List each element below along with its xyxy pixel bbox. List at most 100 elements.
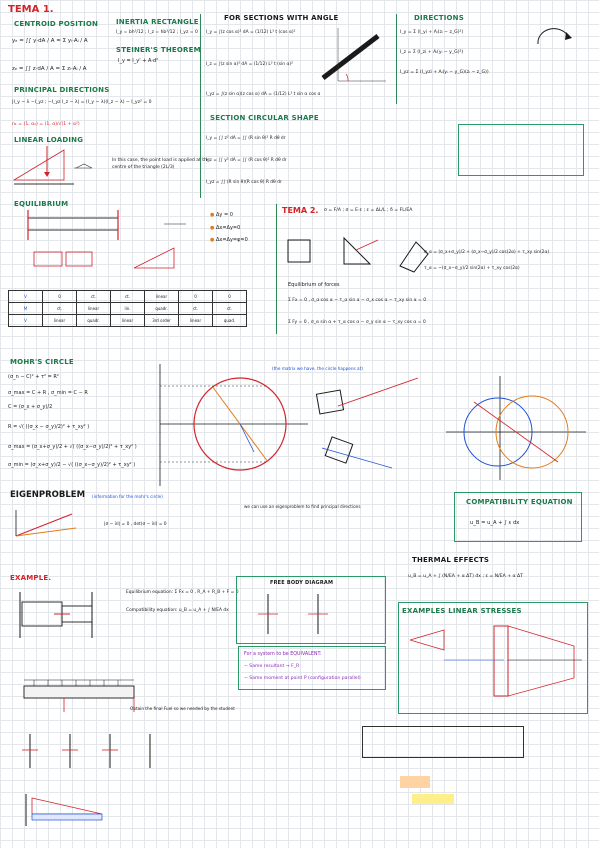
table-cell: quadr. xyxy=(76,314,111,327)
mohr-max: σ_max = C + R , σ_min = C − R xyxy=(8,390,88,396)
eigen-note2: we can use an eigenproblem to find princ… xyxy=(244,504,361,509)
sum-fx: Σ Fx = 0 , σ_α·cos α − τ_α sin α − σ_x c… xyxy=(288,298,427,303)
inertia-rect-heading: INERTIA RECTANGLE xyxy=(116,18,199,26)
thermal-heading: THERMAL EFFECTS xyxy=(412,556,490,564)
example-eq1: Equilibrium equation: Σ Fx = 0 , R_A + R… xyxy=(126,590,239,595)
table-cell: linear xyxy=(178,314,213,327)
mohr-note: (the matrix we have, the circle happens … xyxy=(272,366,363,371)
compatibility-beam-diagram xyxy=(25,794,103,826)
compat-heading: COMPATIBILITY EQUATION xyxy=(466,498,573,506)
units-box xyxy=(458,124,584,176)
table-row: M ct. linear lin. quadr. ct. ct. xyxy=(8,302,247,315)
highlight-orange-1 xyxy=(400,776,430,788)
table-cell: ct. xyxy=(42,302,77,315)
directions-heading: DIRECTIONS xyxy=(414,14,464,22)
equilibrium-table: V 0 ct. ct. linear 0 0 M ct. linear lin.… xyxy=(8,290,247,327)
mohr-smin: σ_min = (σ_x+σ_y)/2 − √( ((σ_x−σ_y)/2)² … xyxy=(8,462,136,468)
table-cell: ct. xyxy=(110,290,145,303)
angle-section-diagram xyxy=(321,28,386,82)
table-cell: 0 xyxy=(178,290,213,303)
table-cell: ct. xyxy=(178,302,213,315)
table-cell: linear xyxy=(144,290,179,303)
compat-eq: u_B = u_A + ∫ ε dx xyxy=(470,520,520,526)
table-cell: 3rd order xyxy=(144,314,179,327)
divider-vertical-2 xyxy=(396,14,397,104)
table-row: V linear quadr. linear 3rd order linear … xyxy=(8,314,247,327)
equilibrium-beam-diagram xyxy=(27,210,186,269)
pin-icon: ● xyxy=(210,224,215,231)
centroid-heading: CENTROID POSITION xyxy=(14,20,99,28)
centroid-z-formula: zₑ = ∫∫ z·dA / A = Σ zᵢ·Aᵢ / A xyxy=(12,66,87,72)
table-cell: V xyxy=(8,290,43,303)
fbd-item1: − Same resultant → F_R xyxy=(244,664,300,669)
eigen-heading: EIGENPROBLEM xyxy=(10,490,86,500)
steiner-heading: STEINER'S THEOREM xyxy=(116,46,201,54)
fbd-diagram xyxy=(258,594,328,634)
roller-icon: ● xyxy=(210,212,215,218)
fbd-box xyxy=(236,576,386,644)
linear-stress-diagram xyxy=(409,625,582,697)
sum-fy: Σ Fy = 0 , σ_α sin α + τ_α cos α − σ_y s… xyxy=(288,320,426,325)
divider-vertical-3 xyxy=(276,204,277,334)
linear-loading-heading: LINEAR LOADING xyxy=(14,136,84,144)
fixed-label: Δx=Δy=φ=0 xyxy=(215,237,248,243)
equilibrium-heading: EQUILIBRIUM xyxy=(14,200,69,208)
angle-iy: I_y = ∫(z cos α)² dA = (1/12) L³ t (cos … xyxy=(206,30,296,35)
principal-dir-heading: PRINCIPAL DIRECTIONS xyxy=(14,86,110,94)
dir-iyz: I_yz = Σ (I_yzi + Aᵢ(yᵢ − y_G)(zᵢ − z_G)… xyxy=(400,70,489,75)
example-eq2: Compatibility equation: u_B = u_A + ∫ N/… xyxy=(126,608,229,613)
eigen-eq: |σ − λI| = 0 , det(σ − λI) = 0 xyxy=(104,522,167,527)
principal-dir-formula: n₁ = (1, α₁) = (1, α)/√(1 + α²) xyxy=(12,122,80,127)
fbd-heading: FREE BODY DIAGRAM xyxy=(270,580,334,586)
mohr-heading: MOHR'S CIRCLE xyxy=(10,358,74,366)
mohr-circle-eq: (σ_n − C)² + τ² = R² xyxy=(8,374,59,380)
linear-stress-box xyxy=(398,602,588,714)
circ-iz: I_z = ∫∫ y² dA = ∫∫ (R cos θ)² R dθ dr xyxy=(206,158,287,163)
linear-loading-note: In this case, the point load is applied … xyxy=(112,158,210,170)
calc-box xyxy=(362,726,524,758)
table-row: V 0 ct. ct. linear 0 0 xyxy=(8,290,247,303)
fbd-note: For a system to be EQUIVALENT: xyxy=(244,652,322,657)
table-cell: 0 xyxy=(42,290,77,303)
angle-iyz: I_yz = ∫(z sin α)(z cos α) dA = (1/12) L… xyxy=(206,92,321,97)
table-cell: V xyxy=(8,314,43,327)
pin-label: Δx=Δy=0 xyxy=(215,224,241,231)
fbd-item2: − Same moment at point P (configuration … xyxy=(244,676,361,681)
mohr-circle-3d-diagram xyxy=(446,376,586,480)
support-legend: ● Δy = 0 ● Δx=Δy=0 ● Δx=Δy=φ=0 xyxy=(210,212,248,244)
tema1-title: TEMA 1. xyxy=(8,4,54,15)
angle-iz: I_z = ∫(z sin α)² dA = (1/12) L³ t (sin … xyxy=(206,62,293,67)
circular-heading: SECTION CIRCULAR SHAPE xyxy=(210,114,319,122)
moment-arrow-icon xyxy=(537,28,572,45)
mohr-smax: σ_max = (σ_x+σ_y)/2 + √( ((σ_x−σ_y)/2)² … xyxy=(8,444,137,450)
tema2-sigma-alpha: σ_α = (σ_x+σ_y)/2 + (σ_x−σ_y)/2 cos(2α) … xyxy=(424,250,550,255)
equivalent-box xyxy=(238,646,386,690)
eigen-note: (information for the mohr's circle) xyxy=(92,494,163,499)
roller-label: Δy = 0 xyxy=(215,212,233,218)
example-bar-diagram xyxy=(19,592,93,638)
table-cell: ct. xyxy=(212,302,247,315)
eigen-arrow-diagram xyxy=(15,510,77,537)
mohr-radius: R = √( ((σ_x − σ_y)/2)² + τ_xy² ) xyxy=(8,424,90,430)
mohr-element-diagram xyxy=(315,377,419,469)
dir-iz: I_z = Σ (I_zi + Aᵢ(yᵢ − y_G)²) xyxy=(400,50,464,55)
thermal-eq: u_B = u_A + ∫ (N/EA + α ΔT) dx ; ε = N/E… xyxy=(408,574,523,579)
table-cell: linear xyxy=(110,314,145,327)
table-cell: linear xyxy=(42,314,77,327)
table-cell: 0 xyxy=(212,290,247,303)
table-cell: linear xyxy=(76,302,111,315)
example-heading: EXAMPLE. xyxy=(10,574,52,582)
tema2-stress: σ = F/A ; σ = E·ε ; ε = ΔL/L ; δ = FL/EA xyxy=(324,208,413,213)
mohr-center: C = (σ_x + σ_y)/2 xyxy=(8,404,53,410)
free-body-series-diagram xyxy=(22,734,151,768)
table-cell: M xyxy=(8,302,43,315)
inertia-rect-formula: I_y = bh³/12 ; I_z = hb³/12 ; I_yz = 0 xyxy=(116,30,198,35)
centroid-y-formula: yₑ = ∫∫ y·dA / A = Σ yᵢ·Aᵢ / A xyxy=(12,38,88,44)
steiner-formula: I_y = I_y' + A·d² xyxy=(118,58,159,64)
tema2-title: TEMA 2. xyxy=(282,206,319,215)
bottom-note: Obtain the final Fuel so we needed by th… xyxy=(130,706,235,711)
distributed-beam-diagram xyxy=(23,679,135,712)
linear-loading-diagram xyxy=(12,146,93,185)
compat-box xyxy=(454,492,582,542)
circ-iyz: I_yz = ∫∫ (R sin θ)(R cos θ) R dθ dr xyxy=(206,180,282,185)
